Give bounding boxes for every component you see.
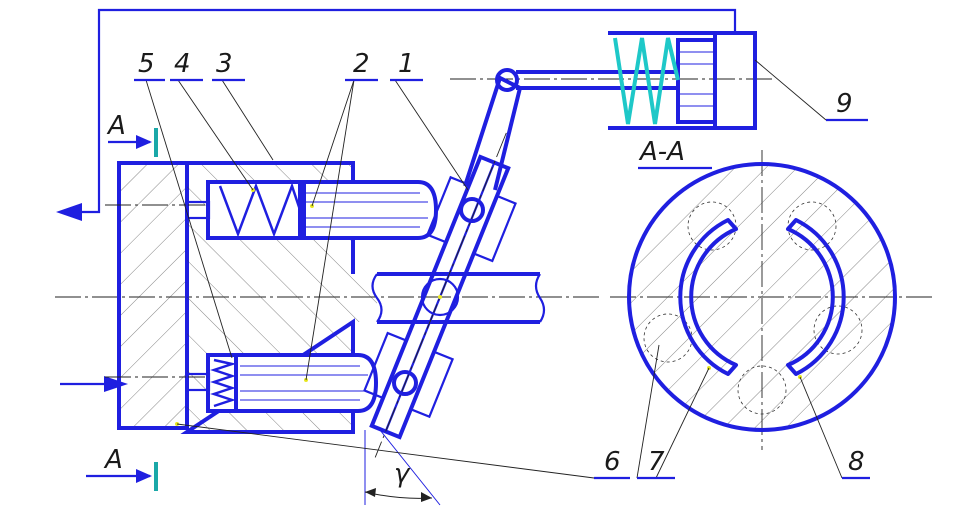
section-arrow-bottom-icon bbox=[136, 469, 152, 483]
control-rod bbox=[516, 70, 680, 90]
svg-text:7: 7 bbox=[648, 447, 665, 477]
pivot-point bbox=[438, 295, 442, 299]
callout-9: 9 bbox=[826, 89, 868, 122]
lower-spring-icon bbox=[210, 358, 237, 408]
callout-1: 1 bbox=[390, 49, 423, 82]
upper-bore-void bbox=[208, 182, 434, 238]
svg-text:4: 4 bbox=[174, 49, 191, 79]
valve-plate-disc bbox=[627, 162, 897, 432]
callout-6: 6 bbox=[594, 447, 630, 480]
callout-3: 3 bbox=[212, 49, 245, 82]
shaft-break-left bbox=[371, 273, 383, 323]
lower-port-nozzle bbox=[185, 372, 211, 392]
svg-text:9: 9 bbox=[836, 89, 853, 119]
drive-shaft bbox=[377, 272, 540, 324]
upper-port-nozzle bbox=[185, 200, 211, 220]
linkage-pin bbox=[495, 68, 519, 92]
feed-pipe bbox=[85, 8, 737, 214]
section-arrow-top-icon bbox=[136, 135, 152, 149]
callout-4: 4 bbox=[170, 49, 203, 82]
angle-arrow-left-icon bbox=[365, 488, 376, 497]
shaft-break bbox=[534, 273, 546, 323]
leader-lines bbox=[145, 59, 843, 479]
angle-arrow-right-icon bbox=[421, 492, 432, 502]
linkage-arm bbox=[463, 75, 523, 191]
callout-2: 2 bbox=[345, 49, 378, 82]
kidney-slot-left bbox=[678, 218, 738, 376]
upper-spring-icon bbox=[218, 182, 302, 238]
upper-piston bbox=[298, 180, 439, 240]
inlet-arrow-icon bbox=[104, 376, 128, 392]
angle-incl-line bbox=[379, 429, 441, 506]
control-cylinder bbox=[608, 31, 757, 130]
svg-text:2: 2 bbox=[353, 49, 370, 79]
section-marker-top: A bbox=[106, 111, 126, 141]
svg-text:1: 1 bbox=[398, 49, 415, 79]
svg-text:5: 5 bbox=[138, 49, 155, 79]
pivot-joint bbox=[420, 277, 460, 317]
lower-piston bbox=[234, 353, 379, 413]
callout-8: 8 bbox=[842, 447, 870, 480]
lower-ball-joint bbox=[392, 370, 418, 396]
svg-text:8: 8 bbox=[848, 447, 865, 477]
angle-symbol: γ bbox=[394, 459, 411, 489]
section-marker-bottom: A bbox=[103, 445, 123, 475]
outlet-arrow-icon bbox=[56, 203, 82, 221]
callout-5: 5 bbox=[134, 49, 165, 82]
distributor-hatch bbox=[119, 163, 187, 428]
control-spring-icon bbox=[613, 37, 680, 125]
svg-text:3: 3 bbox=[216, 49, 233, 79]
svg-text:6: 6 bbox=[604, 447, 621, 477]
kidney-slot-right bbox=[786, 218, 846, 376]
upper-ball-joint bbox=[459, 197, 485, 223]
section-view-title: A-A bbox=[638, 137, 685, 167]
callout-7: 7 bbox=[637, 447, 675, 480]
